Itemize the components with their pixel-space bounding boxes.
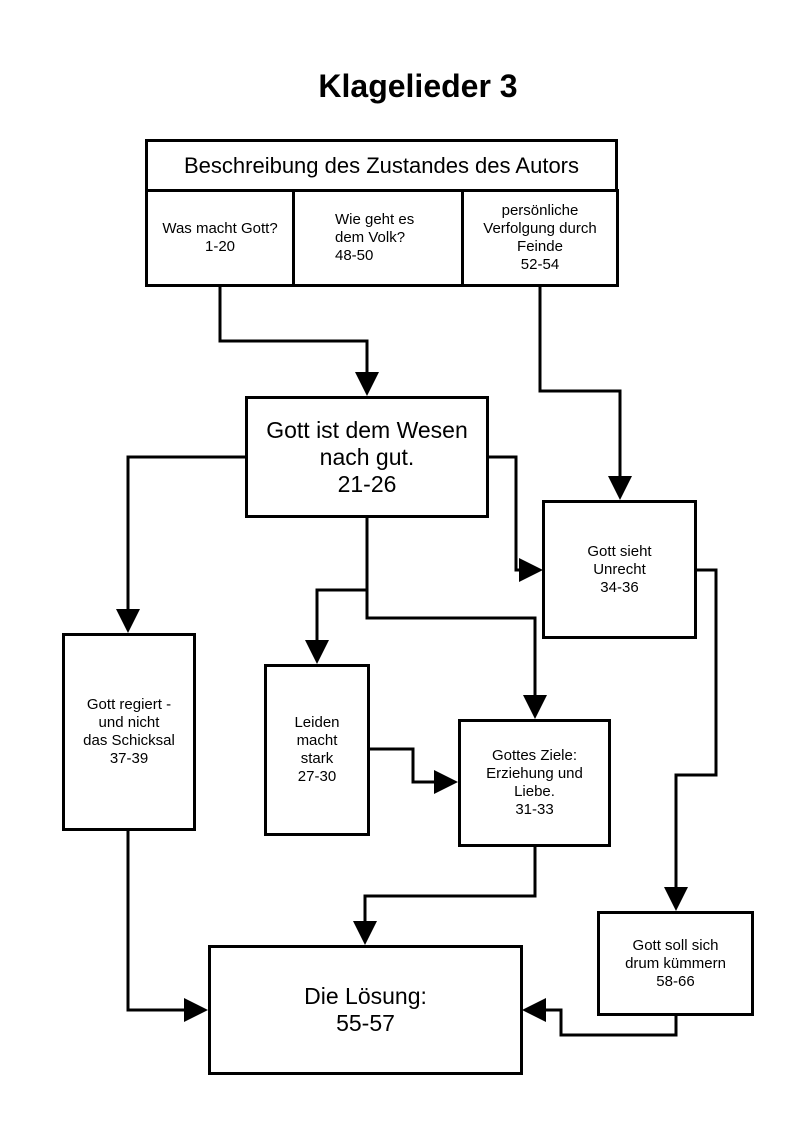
arrow-leiden-to-ziele (370, 747, 458, 794)
node-gottes-ziele: Gottes Ziele: Erziehung und Liebe. 31-33 (458, 719, 611, 847)
arrow-was-macht-gott-to-gott-gut (218, 287, 379, 396)
arrow-kuemmern-to-loesung (522, 998, 678, 1037)
node-wie-geht-es-dem-volk: Wie geht es dem Volk? 48-50 (292, 189, 464, 287)
diagram-title: Klagelieder 3 (318, 68, 518, 104)
node-gott-sieht-unrecht: Gott sieht Unrecht 34-36 (542, 500, 697, 639)
arrow-verfolgung-to-gott-sieht (538, 287, 632, 500)
node-was-macht-gott: Was macht Gott? 1-20 (145, 189, 295, 287)
node-gott-ist-gut: Gott ist dem Wesen nach gut. 21-26 (245, 396, 489, 518)
node-gott-soll-sich-kuemmern: Gott soll sich drum kümmern 58-66 (597, 911, 754, 1016)
arrow-gott-gut-to-ziele (365, 590, 547, 719)
header-label: Beschreibung des Zustandes des Autors (183, 152, 580, 178)
arrow-gott-regiert-to-loesung (126, 830, 208, 1022)
node-leiden-macht-stark: Leiden macht stark 27-30 (264, 664, 370, 836)
arrow-ziele-to-loesung (353, 847, 537, 945)
arrow-gott-gut-to-leiden (305, 518, 369, 664)
arrow-gott-gut-to-gott-regiert (116, 455, 245, 633)
node-gott-regiert: Gott regiert - und nicht das Schicksal 3… (62, 633, 196, 831)
node-persoenliche-verfolgung: persönliche Verfolgung durch Feinde 52-5… (461, 189, 619, 287)
arrow-gott-gut-to-gott-sieht (488, 455, 543, 582)
header-box: Beschreibung des Zustandes des Autors (145, 139, 618, 192)
node-die-loesung: Die Lösung: 55-57 (208, 945, 523, 1075)
arrow-gott-sieht-to-kuemmern (664, 568, 718, 911)
